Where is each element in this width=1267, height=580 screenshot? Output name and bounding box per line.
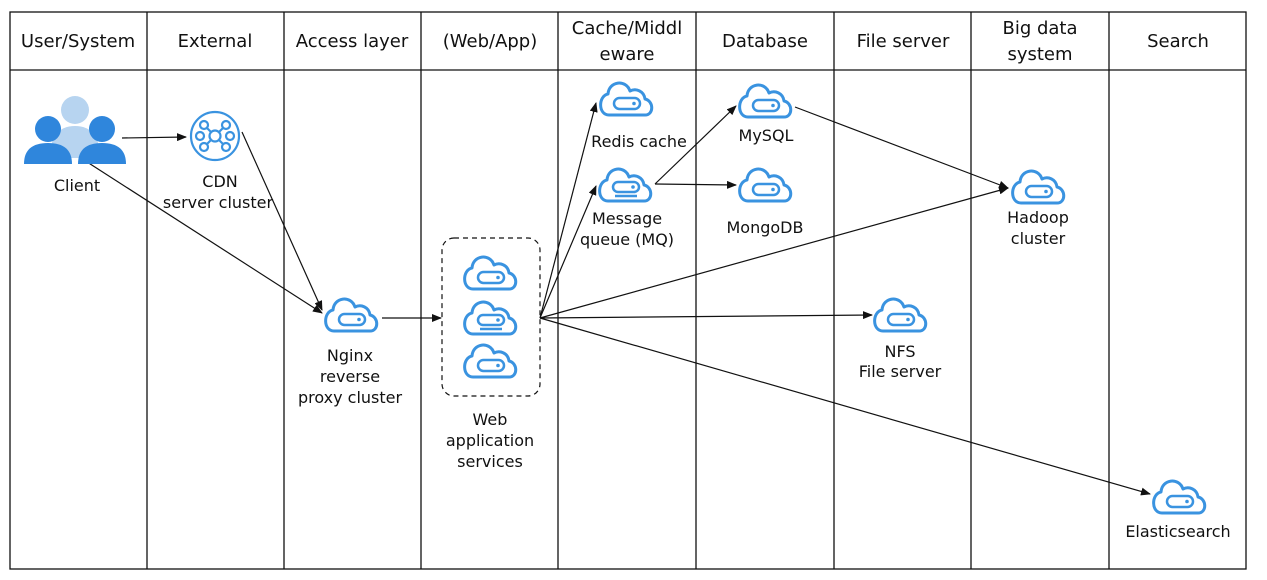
cdn-network-icon	[189, 110, 241, 162]
column-headers: User/System External Access layer (Web/A…	[21, 18, 1209, 65]
edge-web-hadoop	[539, 186, 1009, 319]
header-access-layer: Access layer	[296, 31, 409, 52]
header-file-server: File server	[857, 31, 950, 52]
mongodb-server-icon	[738, 167, 793, 203]
connectors	[83, 102, 1151, 496]
hadoop-server-icon	[1011, 169, 1066, 205]
edge-mq-mysql	[654, 105, 737, 185]
web-server-icon-1	[463, 255, 518, 291]
nginx-server-icon	[324, 297, 379, 333]
edge-client-nginx	[83, 159, 323, 314]
elasticsearch-label: Elasticsearch	[1125, 522, 1230, 541]
mysql-server-icon	[738, 83, 793, 119]
web-server-icon-3	[463, 343, 518, 379]
header-database: Database	[722, 31, 808, 52]
header-search: Search	[1147, 31, 1209, 52]
mongodb-label: MongoDB	[727, 218, 804, 237]
edge-web-nfs	[539, 311, 873, 320]
header-external: External	[178, 31, 253, 52]
web-services-group	[441, 237, 541, 397]
edge-web-mq	[539, 185, 597, 319]
header-web-app: (Web/App)	[443, 31, 538, 52]
redis-server-icon	[599, 81, 654, 117]
mq-server-icon	[598, 167, 653, 203]
elasticsearch-server-icon	[1152, 479, 1207, 515]
header-user-system: User/System	[21, 31, 135, 52]
edge-web-elasticsearch	[539, 317, 1151, 496]
edge-client-cdn	[121, 133, 187, 142]
mysql-label: MySQL	[739, 126, 794, 145]
edge-mysql-hadoop	[794, 106, 1009, 189]
swimlane-grid	[9, 11, 1247, 570]
edge-web-redis	[539, 102, 598, 319]
client-label: Client	[54, 176, 100, 195]
web-server-icon-2	[463, 300, 518, 336]
client-users-icon	[24, 96, 126, 164]
nfs-server-icon	[873, 297, 928, 333]
edge-mq-mongodb	[654, 180, 737, 189]
edge-cdn-nginx	[241, 131, 323, 311]
redis-label: Redis cache	[591, 132, 687, 151]
